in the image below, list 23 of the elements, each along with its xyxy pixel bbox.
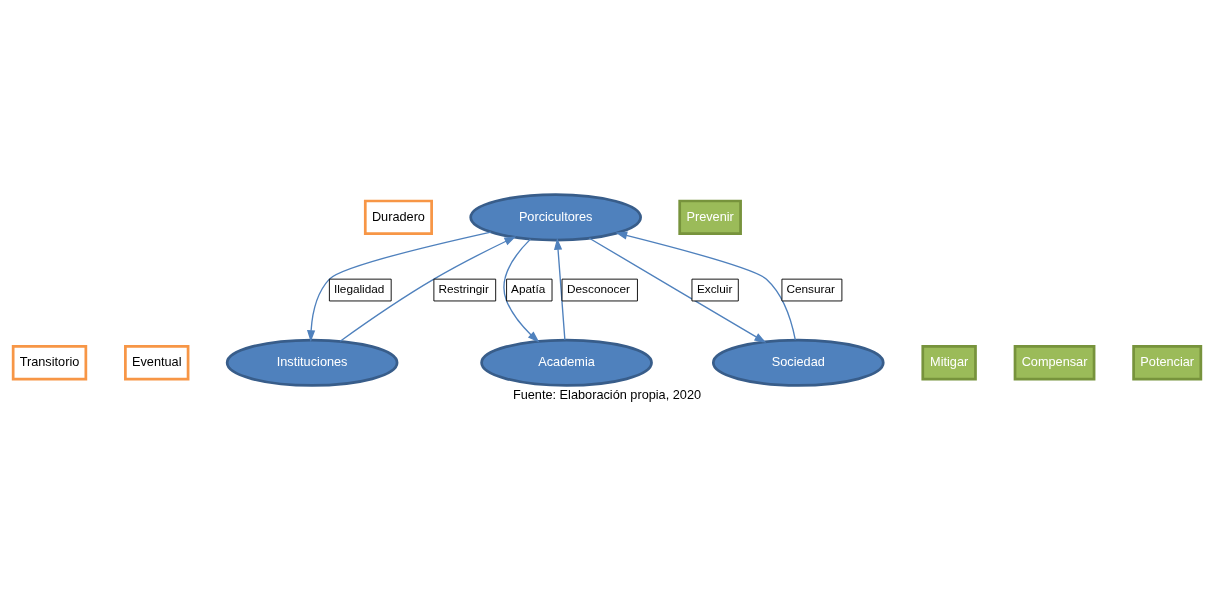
edge-label: Restringir xyxy=(438,281,489,296)
node-box: Potenciar xyxy=(1132,344,1203,380)
edge-label: Excluir xyxy=(696,281,733,296)
arrow xyxy=(306,230,492,342)
edge-label: Ilegalidad xyxy=(333,281,385,296)
edge-label: Apatía xyxy=(511,281,546,296)
arrow xyxy=(615,230,796,340)
arrow xyxy=(503,237,540,343)
node-box: Eventual xyxy=(124,344,190,380)
node-ellipse: Instituciones xyxy=(225,338,399,387)
arrow xyxy=(553,237,566,340)
node-box: Duradero xyxy=(363,199,433,235)
arrow xyxy=(339,235,517,342)
node-box: Transitorio xyxy=(11,344,88,380)
node-box: Mitigar xyxy=(921,344,977,380)
edge-label: Desconocer xyxy=(567,281,630,296)
node-box: Compensar xyxy=(1013,344,1096,380)
node-box: Prevenir xyxy=(678,199,742,235)
arrow xyxy=(588,237,767,343)
node-ellipse: Academia xyxy=(480,338,653,387)
node-ellipse: Sociedad xyxy=(711,338,885,387)
caption: Fuente: Elaboración propia, 2020 xyxy=(512,386,702,402)
edge-label: Censurar xyxy=(786,281,835,296)
